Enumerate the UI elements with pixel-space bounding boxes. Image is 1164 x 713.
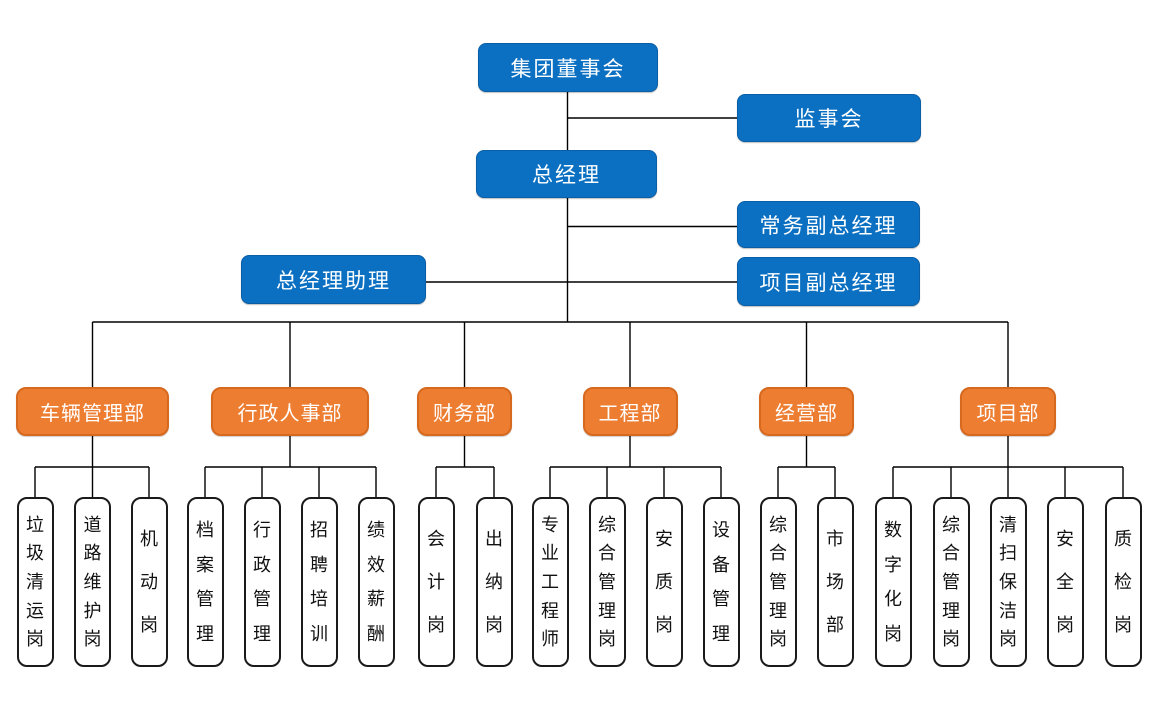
group-board-node: 集团董事会 xyxy=(478,43,658,92)
position-vehicle-management-0-node: 垃圾清运岗 xyxy=(16,497,54,667)
dept-engineering-node: 工程部 xyxy=(582,387,678,436)
position-admin-hr-1-node: 行政管理 xyxy=(243,497,281,667)
position-admin-hr-0-node: 档案管理 xyxy=(186,497,224,667)
position-engineering-2-node: 安质岗 xyxy=(645,497,683,667)
position-engineering-0-node: 专业工程师 xyxy=(531,497,569,667)
project-deputy-gm-node: 项目副总经理 xyxy=(737,257,920,306)
position-vehicle-management-2-node: 机动岗 xyxy=(130,497,168,667)
position-admin-hr-2-node: 招聘培训 xyxy=(300,497,338,667)
dept-finance-node: 财务部 xyxy=(417,387,512,436)
position-finance-1-node: 出纳岗 xyxy=(475,497,513,667)
gm-assistant-node: 总经理助理 xyxy=(241,255,426,304)
executive-deputy-gm-node: 常务副总经理 xyxy=(737,201,920,248)
dept-project-node: 项目部 xyxy=(960,387,1056,436)
supervisory-board-node: 监事会 xyxy=(737,94,921,142)
position-operations-1-node: 市场部 xyxy=(816,497,854,667)
dept-admin-hr-node: 行政人事部 xyxy=(211,387,369,436)
position-project-2-node: 清扫保洁岗 xyxy=(989,497,1027,667)
general-manager-node: 总经理 xyxy=(476,150,657,198)
position-operations-0-node: 综合管理岗 xyxy=(759,497,797,667)
position-project-3-node: 安全岗 xyxy=(1046,497,1084,667)
position-project-1-node: 综合管理岗 xyxy=(932,497,970,667)
position-engineering-3-node: 设备管理 xyxy=(702,497,740,667)
position-admin-hr-3-node: 绩效薪酬 xyxy=(357,497,395,667)
dept-operations-node: 经营部 xyxy=(759,387,854,436)
position-finance-0-node: 会计岗 xyxy=(417,497,455,667)
position-project-4-node: 质检岗 xyxy=(1104,497,1142,667)
position-vehicle-management-1-node: 道路维护岗 xyxy=(74,497,111,667)
position-engineering-1-node: 综合管理岗 xyxy=(588,497,626,667)
position-project-0-node: 数字化岗 xyxy=(874,497,912,667)
dept-vehicle-management-node: 车辆管理部 xyxy=(16,387,169,436)
